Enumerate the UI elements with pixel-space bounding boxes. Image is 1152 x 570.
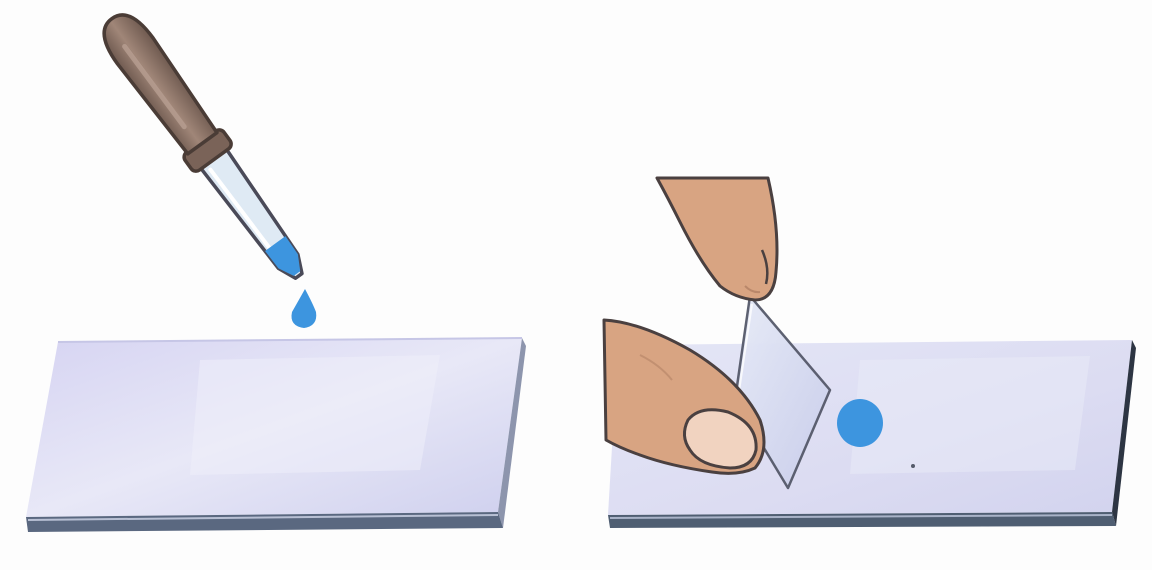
speck bbox=[911, 464, 915, 468]
cover-slip-panel bbox=[604, 178, 1136, 528]
finger-bottom-icon bbox=[604, 320, 764, 473]
specimen-drop-icon bbox=[837, 399, 883, 447]
glass-slide-left bbox=[26, 338, 526, 532]
dropping-panel bbox=[26, 5, 526, 532]
dropper-icon bbox=[92, 5, 318, 290]
finger-top-icon bbox=[657, 178, 777, 300]
water-drop-icon bbox=[292, 289, 317, 328]
